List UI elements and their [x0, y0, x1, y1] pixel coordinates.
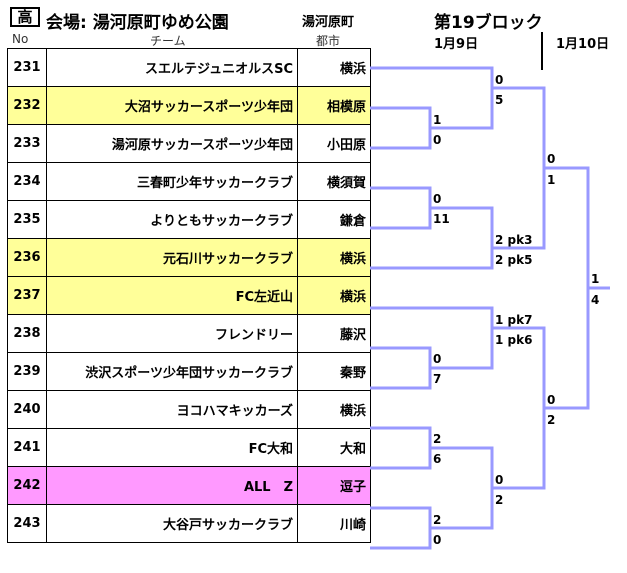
score-r1e-top: 2 — [433, 513, 442, 527]
team-number: 232 — [7, 86, 47, 125]
bracket-line — [370, 186, 432, 230]
team-city: 鎌倉 — [297, 200, 371, 239]
score-r2d-bot: 2 — [495, 493, 504, 507]
division-badge: 高 — [10, 7, 40, 27]
score-r1a-top: 1 — [433, 113, 442, 127]
score-sf1-bot: 1 — [547, 173, 556, 187]
team-city: 秦野 — [297, 352, 371, 391]
team-number: 239 — [7, 352, 47, 391]
score-r2a-top: 0 — [495, 73, 504, 87]
score-r2a-bot: 5 — [495, 93, 504, 107]
team-city: 川崎 — [297, 504, 371, 543]
score-sf1-top: 0 — [547, 152, 556, 166]
bracket-line — [370, 426, 432, 470]
score-r1d-top: 2 — [433, 432, 442, 446]
score-final-top: 1 — [591, 272, 600, 286]
team-number: 240 — [7, 390, 47, 429]
team-city: 大和 — [297, 428, 371, 467]
bracket-line — [370, 346, 432, 390]
team-name: 三春町少年サッカークラブ — [46, 162, 298, 201]
score-sf2-bot: 2 — [547, 413, 556, 427]
score-final-bot: 4 — [591, 293, 600, 307]
score-r2c-top: 1 pk7 — [495, 313, 533, 327]
venue-title: 会場: 湯河原町ゆめ公園 — [46, 13, 229, 33]
team-city: 逗子 — [297, 466, 371, 505]
team-name: FC大和 — [46, 428, 298, 467]
team-name: 大谷戸サッカークラブ — [46, 504, 298, 543]
bracket-line — [370, 506, 432, 550]
team-city: 横浜 — [297, 276, 371, 315]
bracket-line — [492, 86, 546, 250]
team-city: 横浜 — [297, 238, 371, 277]
team-city: 藤沢 — [297, 314, 371, 353]
score-r1a-bot: 0 — [433, 133, 442, 147]
team-name: ALL Z — [46, 466, 298, 505]
team-number: 233 — [7, 124, 47, 163]
day1-label: 1月9日 — [434, 37, 479, 52]
bracket-line — [370, 206, 494, 270]
team-name: 大沼サッカースポーツ少年団 — [46, 86, 298, 125]
team-name: ヨコハマキッカーズ — [46, 390, 298, 429]
score-r1e-bot: 0 — [433, 533, 442, 547]
block-title: 第19ブロック — [434, 13, 543, 33]
team-number: 242 — [7, 466, 47, 505]
team-city: 横浜 — [297, 48, 371, 87]
team-name: 元石川サッカークラブ — [46, 238, 298, 277]
team-name: 湯河原サッカースポーツ少年団 — [46, 124, 298, 163]
team-number: 234 — [7, 162, 47, 201]
bracket-line — [370, 306, 494, 370]
team-number: 238 — [7, 314, 47, 353]
bracket-line — [492, 326, 546, 490]
team-city: 横浜 — [297, 390, 371, 429]
bracket-line — [370, 106, 432, 150]
bracket-line — [544, 166, 590, 410]
team-number: 237 — [7, 276, 47, 315]
column-header-city: 都市 — [316, 34, 341, 48]
team-name: スエルテジュニオルスSC — [46, 48, 298, 87]
team-city: 相模原 — [297, 86, 371, 125]
team-city: 横須賀 — [297, 162, 371, 201]
score-r1c-bot: 7 — [433, 372, 442, 386]
score-r1d-bot: 6 — [433, 452, 442, 466]
team-name: 渋沢スポーツ少年団サッカークラブ — [46, 352, 298, 391]
column-header-team: チーム — [150, 34, 186, 48]
bracket-line — [370, 66, 494, 130]
column-header-no: No — [12, 32, 29, 46]
team-name: FC左近山 — [46, 276, 298, 315]
score-r1b-bot: 11 — [433, 212, 450, 226]
day-separator — [541, 32, 543, 70]
score-r2b-bot: 2 pk5 — [495, 253, 533, 267]
venue-city: 湯河原町 — [302, 15, 355, 30]
score-sf2-top: 0 — [547, 393, 556, 407]
score-r2b-top: 2 pk3 — [495, 233, 533, 247]
score-r2c-bot: 1 pk6 — [495, 333, 533, 347]
score-r2d-top: 0 — [495, 473, 504, 487]
score-r1c-top: 0 — [433, 352, 442, 366]
day2-label: 1月10日 — [556, 37, 610, 52]
score-r1b-top: 0 — [433, 192, 442, 206]
